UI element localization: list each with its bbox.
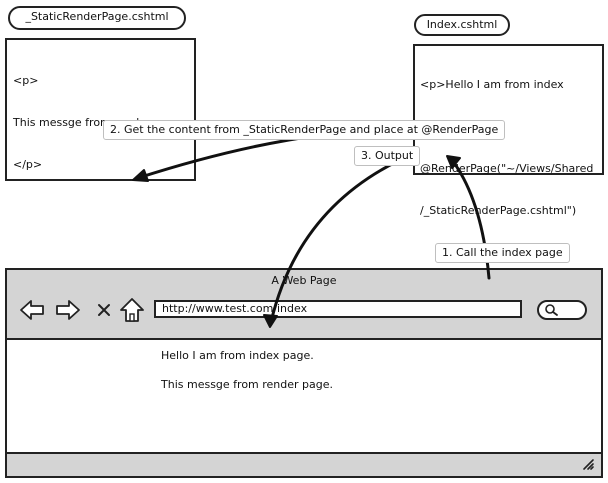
- step-2-text: 2. Get the content from _StaticRenderPag…: [110, 123, 499, 136]
- browser-window: A Web Page http://www.test.com/index Hel…: [5, 268, 603, 478]
- browser-window-title: A Web Page: [271, 274, 337, 287]
- index-code-line: @RenderPage("~/Views/Shared: [420, 162, 594, 175]
- browser-title-bar: A Web Page: [7, 270, 601, 293]
- search-box[interactable]: [537, 300, 587, 320]
- close-icon[interactable]: [91, 297, 117, 323]
- index-page-code: <p>Hello I am from index page.</p> @Rend…: [420, 50, 593, 246]
- static-code-line: <p>: [13, 74, 39, 87]
- content-line: This messge from render page.: [161, 378, 334, 391]
- step-3-label: 3. Output: [354, 146, 421, 166]
- index-code-line: <p>Hello I am from index: [420, 78, 564, 91]
- static-code-line: </p>: [13, 158, 43, 171]
- browser-toolbar: http://www.test.com/index: [7, 292, 601, 340]
- step-2-label: 2. Get the content from _StaticRenderPag…: [103, 120, 506, 140]
- browser-content: Hello I am from index page. This messge …: [7, 340, 601, 454]
- step-1-text: 1. Call the index page: [442, 246, 563, 259]
- index-page-title-callout: Index.cshtml: [414, 14, 510, 36]
- index-page-title: Index.cshtml: [426, 18, 498, 31]
- arrow-right-icon[interactable]: [55, 297, 81, 323]
- static-page-panel: <p> This messge from render page. </p>: [5, 38, 196, 181]
- static-page-title-callout: _StaticRenderPage.cshtml: [8, 6, 186, 30]
- arrow-left-icon[interactable]: [19, 297, 45, 323]
- step-3-text: 3. Output: [361, 149, 414, 162]
- resize-grip-icon[interactable]: [581, 457, 595, 471]
- index-page-panel: <p>Hello I am from index page.</p> @Rend…: [413, 44, 604, 217]
- content-line: Hello I am from index page.: [161, 349, 314, 362]
- static-page-title: _StaticRenderPage.cshtml: [25, 10, 169, 23]
- address-bar-url: http://www.test.com/index: [162, 302, 308, 315]
- search-icon: [545, 304, 558, 316]
- step-1-label: 1. Call the index page: [435, 243, 570, 263]
- index-code-line: /_StaticRenderPage.cshtml"): [420, 204, 577, 217]
- address-bar[interactable]: http://www.test.com/index: [154, 300, 522, 318]
- browser-status-bar: [7, 452, 601, 476]
- home-icon[interactable]: [119, 297, 145, 323]
